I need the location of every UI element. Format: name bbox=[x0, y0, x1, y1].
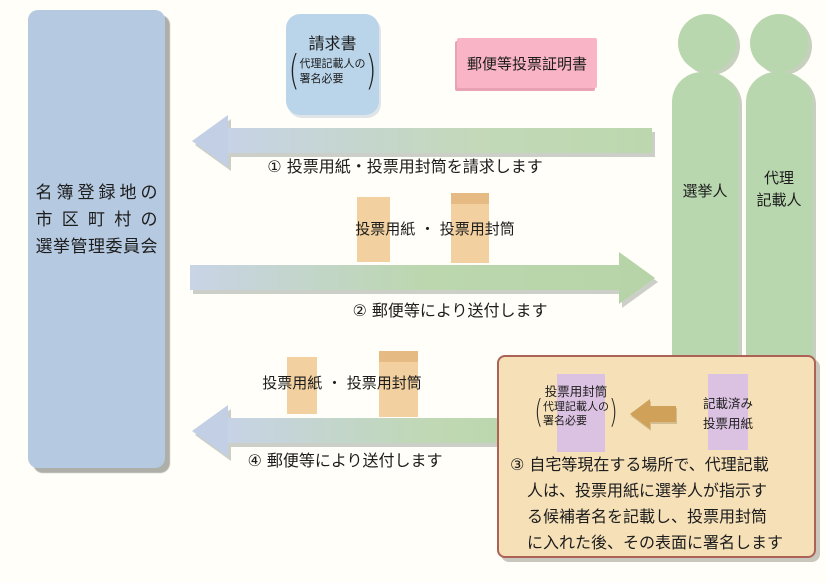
ballot-paper-icon bbox=[287, 357, 317, 414]
completed-ballot-slip-icon bbox=[708, 374, 748, 450]
step1-label: ① 投票用紙・投票用封筒を請求します bbox=[267, 157, 543, 176]
committee-box: 名簿登録地の 市区町村の 選挙管理委員会 bbox=[28, 10, 165, 468]
certificate-box: 郵便等投票証明書 bbox=[457, 38, 597, 88]
person-head-icon bbox=[678, 14, 736, 72]
step4-items-label: 投票用紙 ・ 投票用封筒 bbox=[262, 374, 422, 392]
step3-envelope-title: 投票用封筒 bbox=[544, 384, 608, 399]
envelope-flap bbox=[451, 193, 489, 204]
ballot-envelope-icon bbox=[451, 193, 489, 263]
step2-arrowhead-icon bbox=[619, 252, 655, 304]
step2-items-label: 投票用紙 ・ 投票用封筒 bbox=[355, 220, 515, 238]
step3-envelope-note-line: 代理記載人の bbox=[543, 400, 609, 413]
step3-description-line: 人は、投票用紙に選挙人が指示す bbox=[527, 481, 768, 500]
step3-arrow-left bbox=[630, 399, 677, 429]
request-note-line: 署名必要 bbox=[299, 72, 344, 85]
step3-ballot-label-line: 記載済み bbox=[702, 396, 753, 411]
ballot-envelope-icon bbox=[379, 351, 418, 417]
open-paren: ( bbox=[534, 395, 543, 432]
step3-description-line: る候補者名を記載し、投票用封筒 bbox=[527, 507, 768, 526]
step3-description-line: に入れた後、その表面に署名します bbox=[527, 533, 784, 552]
committee-box-label: 名簿登録地の 市区町村の 選挙管理委員会 bbox=[28, 180, 165, 261]
request-form-note: ( 代理記載人の 署名必要 ) bbox=[286, 50, 379, 91]
step2-arrow-right bbox=[190, 252, 655, 304]
request-note-line: 代理記載人の bbox=[299, 57, 366, 70]
request-form-box: 請求書 ( 代理記載人の 署名必要 ) bbox=[286, 14, 379, 115]
step4-label: ④ 郵便等により送付します bbox=[247, 451, 443, 470]
step3-description-line: ③ 自宅等現在する場所で、代理記載 bbox=[510, 455, 769, 474]
step3-box: 投票用封筒 ( 代理記載人の 署名必要 ) 記載済み 投票用紙 ③ 自宅等現在す… bbox=[497, 355, 816, 558]
envelope-flap bbox=[379, 351, 418, 362]
request-form-title: 請求書 bbox=[308, 34, 357, 53]
signed-envelope-slip-icon bbox=[557, 374, 605, 452]
step3-description: ③ 自宅等現在する場所で、代理記載 人は、投票用紙に選挙人が指示す る候補者名を… bbox=[510, 452, 812, 556]
step1-arrow-bar bbox=[228, 128, 652, 153]
ballot-paper-icon bbox=[357, 197, 390, 262]
certificate-label: 郵便等投票証明書 bbox=[466, 54, 587, 73]
step4-arrow-left bbox=[192, 405, 498, 457]
proxy-label-line: 記載人 bbox=[756, 191, 802, 209]
step2-label: ② 郵便等により送付します bbox=[352, 301, 548, 320]
step3-envelope-label: 投票用封筒 ( 代理記載人の 署名必要 ) bbox=[511, 383, 641, 432]
committee-label-line: 市区町村の bbox=[35, 210, 158, 230]
step3-arrowhead-icon bbox=[630, 399, 650, 429]
step3-ballot-label-line: 投票用紙 bbox=[702, 416, 753, 431]
proxy-writer-label: 代理 記載人 bbox=[746, 167, 812, 211]
step4-arrow-bar bbox=[228, 418, 498, 443]
step1-arrowhead-icon bbox=[192, 115, 228, 167]
step3-ballot-label: 記載済み 投票用紙 bbox=[687, 394, 769, 434]
open-paren: ( bbox=[288, 46, 300, 95]
step3-arrow-bar bbox=[650, 406, 676, 422]
close-paren: ) bbox=[609, 395, 618, 432]
person-head-icon bbox=[750, 14, 808, 72]
proxy-label-line: 代理 bbox=[763, 169, 794, 187]
elector-label: 選挙人 bbox=[682, 182, 728, 200]
committee-label-line: 名簿登録地の bbox=[35, 183, 158, 203]
step3-envelope-note-line: 署名必要 bbox=[543, 414, 587, 427]
close-paren: ) bbox=[365, 46, 377, 95]
committee-label-line: 選挙管理委員会 bbox=[35, 237, 158, 257]
step4-arrowhead-icon bbox=[192, 405, 228, 457]
step1-arrow-left bbox=[192, 115, 652, 167]
step2-arrow-bar bbox=[190, 265, 619, 290]
